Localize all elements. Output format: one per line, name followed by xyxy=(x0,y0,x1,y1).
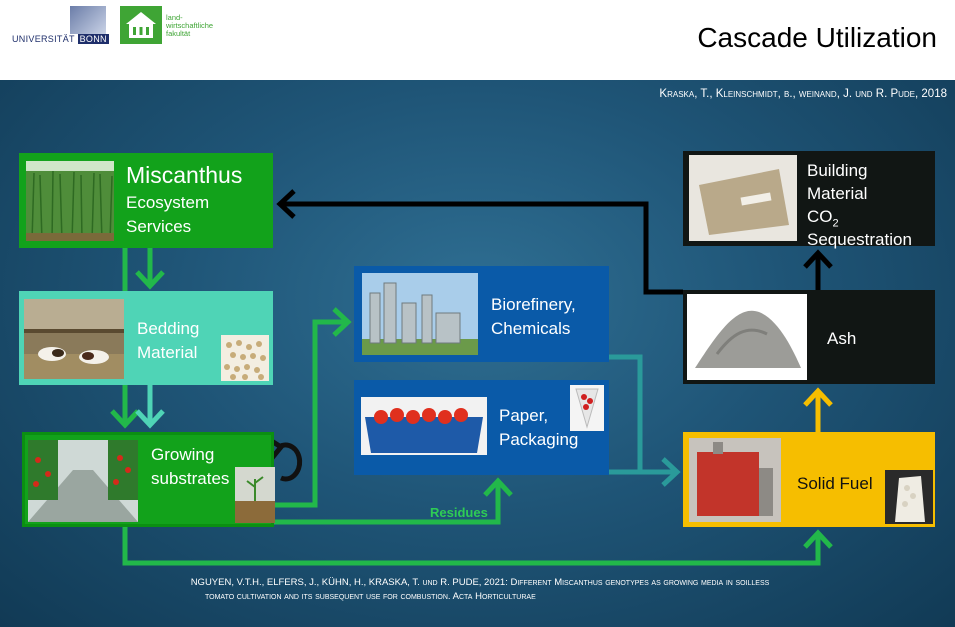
arrow-ash-to-building xyxy=(803,249,833,290)
ash-label: Ash xyxy=(827,329,857,348)
university-bonn-logo: UNIVERSITÄT BONN xyxy=(12,6,112,48)
faculty-logo-text: land- wirtschaftliche fakultät xyxy=(166,13,214,38)
growing-line2: substrates xyxy=(151,469,230,488)
growing-line1: Growing xyxy=(151,445,215,464)
solid-fuel-label: Solid Fuel xyxy=(797,474,873,493)
arrow-growing-to-biorefinery xyxy=(274,307,352,508)
university-logo-emblem xyxy=(70,6,106,34)
arrow-paper-to-solid-fuel xyxy=(609,457,681,487)
greenhouse-tomatoes-photo xyxy=(28,440,138,522)
page-title: Cascade Utilization xyxy=(697,22,937,53)
miscanthus-field-photo xyxy=(26,161,114,241)
university-logo-text: UNIVERSITÄT BONN xyxy=(12,34,109,44)
pellets-photo xyxy=(221,335,269,381)
node-paper-packaging: Paper, Packaging xyxy=(354,380,609,475)
arrow-ash-to-miscanthus xyxy=(276,189,683,295)
cattle-barn-photo xyxy=(24,299,124,379)
paper-cone-photo xyxy=(570,385,604,431)
node-building-material: Building Material CO2 Sequestration xyxy=(683,151,935,249)
bottom-citation-line2: tomato cultivation and its subsequent us… xyxy=(205,591,536,602)
building-line1: Building xyxy=(807,161,868,180)
ash-pile-photo xyxy=(687,294,807,380)
miscanthus-line2: Services xyxy=(126,217,192,236)
miscanthus-line1: Ecosystem xyxy=(126,193,210,212)
co2-main: CO xyxy=(807,207,833,226)
node-miscanthus: Miscanthus Ecosystem Services xyxy=(19,153,273,248)
building-line4: Sequestration xyxy=(807,230,912,249)
arrow-miscanthus-to-bedding xyxy=(135,248,165,290)
building-line2: Material xyxy=(807,184,868,203)
tomato-crate-photo xyxy=(361,397,487,455)
paper-line1: Paper, xyxy=(499,406,549,425)
node-bedding-material: Bedding Material xyxy=(19,291,273,385)
node-solid-fuel: Solid Fuel xyxy=(683,432,935,527)
faculty-logo: land- wirtschaftliche fakultät xyxy=(120,6,220,46)
boiler-photo xyxy=(689,438,781,522)
fuel-bag-photo xyxy=(885,470,933,524)
building-block-photo xyxy=(689,155,797,241)
edge-label-residues: Residues xyxy=(430,505,488,520)
faculty-building-icon xyxy=(120,6,162,44)
building-line3: CO2 xyxy=(807,205,839,235)
node-biorefinery: Biorefinery, Chemicals xyxy=(354,266,609,362)
top-citation: Kraska, T., Kleinschmidt, b., weinand, J… xyxy=(659,88,947,100)
arrow-growing-to-paper xyxy=(274,477,513,525)
bedding-line1: Bedding xyxy=(137,319,200,338)
seedling-pot-photo xyxy=(235,467,275,523)
node-ash: Ash xyxy=(683,290,935,384)
bottom-citation: NGUYEN, V.T.H., ELFERS, J., KÜHN, H., KR… xyxy=(100,576,860,604)
arrow-biorefinery-to-solid-fuel xyxy=(609,354,643,472)
biorefinery-line2: Chemicals xyxy=(491,319,571,338)
biorefinery-line1: Biorefinery, xyxy=(491,295,576,314)
arrow-growing-to-solid-fuel xyxy=(122,527,833,566)
header-bar: UNIVERSITÄT BONN land- wirtschaftliche f… xyxy=(0,0,955,80)
biorefinery-plant-photo xyxy=(362,273,478,355)
bottom-citation-line1: NGUYEN, V.T.H., ELFERS, J., KÜHN, H., KR… xyxy=(190,577,770,588)
node-growing-substrates: Growing substrates xyxy=(22,432,275,527)
arrow-solid-fuel-to-ash xyxy=(803,387,833,432)
arrow-bedding-to-growing xyxy=(135,385,165,429)
co2-subscript: 2 xyxy=(832,217,839,230)
miscanthus-title: Miscanthus xyxy=(126,162,243,188)
bedding-line2: Material xyxy=(137,343,198,362)
paper-line2: Packaging xyxy=(499,430,579,449)
